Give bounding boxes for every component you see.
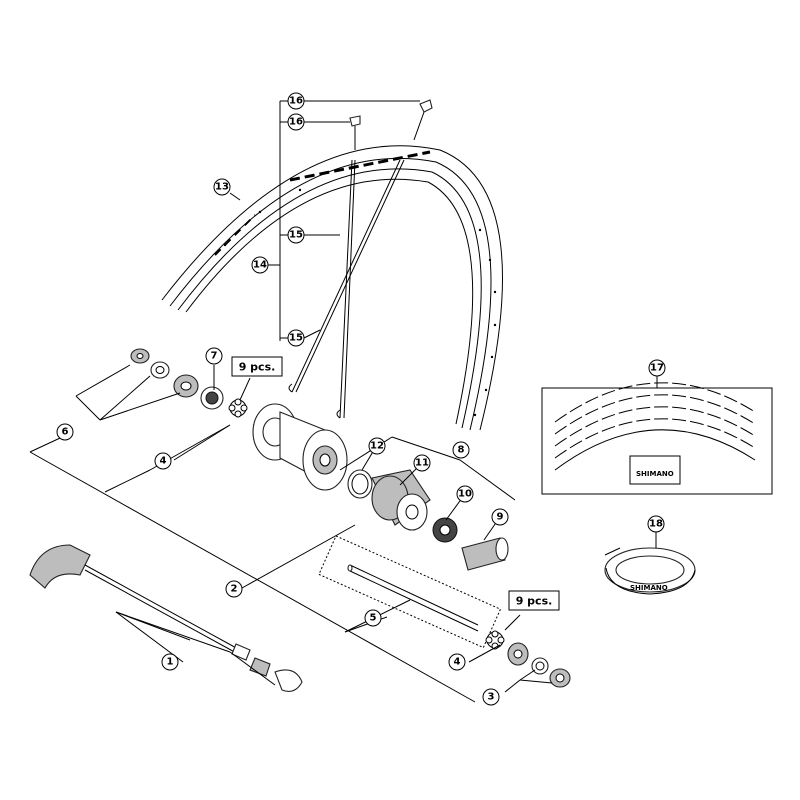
spoke-nipples	[349, 99, 433, 150]
svg-text:10: 10	[458, 489, 472, 500]
freehub-washer-10	[432, 517, 458, 543]
callout-18: 18	[647, 515, 665, 533]
callout-16-upper: 16	[287, 92, 305, 110]
freehub-body-11	[371, 469, 431, 531]
svg-text:5: 5	[370, 613, 377, 624]
quick-release-skewer	[29, 544, 303, 692]
svg-text:6: 6	[62, 427, 69, 438]
callout-6: 6	[56, 423, 74, 441]
svg-text:1: 1	[167, 657, 174, 668]
rim-tape: SHIMANO	[604, 547, 696, 595]
callout-10: 10	[456, 485, 474, 503]
callout-2: 2	[225, 580, 243, 598]
dust-cap-7	[200, 386, 224, 410]
svg-text:7: 7	[211, 351, 218, 362]
callout-3: 3	[482, 688, 500, 706]
callout-1: 1	[161, 653, 179, 671]
callout-12: 12	[368, 437, 386, 455]
hub-washer-12	[347, 469, 373, 499]
callout-8: 8	[452, 441, 470, 459]
callout-15-upper: 15	[287, 226, 305, 244]
ball-bearings-left	[228, 398, 248, 418]
quantity-text: 9 pcs.	[516, 595, 553, 608]
freehub-spacer-9	[461, 537, 509, 571]
rim	[161, 145, 503, 431]
callout-9: 9	[491, 508, 509, 526]
svg-text:8: 8	[458, 445, 465, 456]
ball-bearings-right	[485, 630, 505, 650]
callout-4-left: 4	[154, 452, 172, 470]
callout-5: 5	[364, 609, 382, 627]
right-spacer	[531, 657, 549, 675]
svg-text:13: 13	[215, 182, 229, 193]
quantity-label-left: 9 pcs.	[231, 356, 283, 377]
svg-text:14: 14	[253, 260, 267, 271]
svg-text:12: 12	[370, 441, 384, 452]
svg-text:3: 3	[488, 692, 495, 703]
callout-7: 7	[205, 347, 223, 365]
spokes	[288, 159, 405, 419]
left-locknut	[130, 348, 150, 364]
left-cone	[173, 374, 199, 398]
svg-text:16: 16	[289, 96, 303, 107]
svg-text:9: 9	[497, 512, 504, 523]
quantity-label-right: 9 pcs.	[508, 590, 560, 611]
svg-text:4: 4	[160, 456, 167, 467]
svg-text:15: 15	[289, 230, 303, 241]
callout-17: 17	[648, 359, 666, 377]
right-cone	[507, 642, 529, 666]
callout-15-lower: 15	[287, 329, 305, 347]
svg-text:11: 11	[415, 458, 429, 469]
callout-13: 13	[213, 178, 231, 196]
rim-decal-kit: SHIMANO	[541, 382, 773, 495]
callout-11: 11	[413, 454, 431, 472]
right-locknut	[549, 668, 571, 688]
callout-4-right: 4	[448, 653, 466, 671]
leader-lines	[29, 100, 658, 703]
callout-16-lower: 16	[287, 113, 305, 131]
left-spacer	[150, 361, 170, 379]
hub-axle	[318, 535, 502, 649]
svg-text:2: 2	[231, 584, 238, 595]
svg-text:15: 15	[289, 333, 303, 344]
callout-14: 14	[251, 256, 269, 274]
svg-text:16: 16	[289, 117, 303, 128]
decal-brand: SHIMANO	[636, 470, 674, 478]
quantity-text: 9 pcs.	[239, 361, 276, 374]
svg-text:4: 4	[454, 657, 461, 668]
svg-text:17: 17	[650, 363, 664, 374]
hub-body	[252, 403, 348, 491]
svg-text:18: 18	[649, 519, 663, 530]
tape-brand: SHIMANO	[630, 584, 668, 592]
